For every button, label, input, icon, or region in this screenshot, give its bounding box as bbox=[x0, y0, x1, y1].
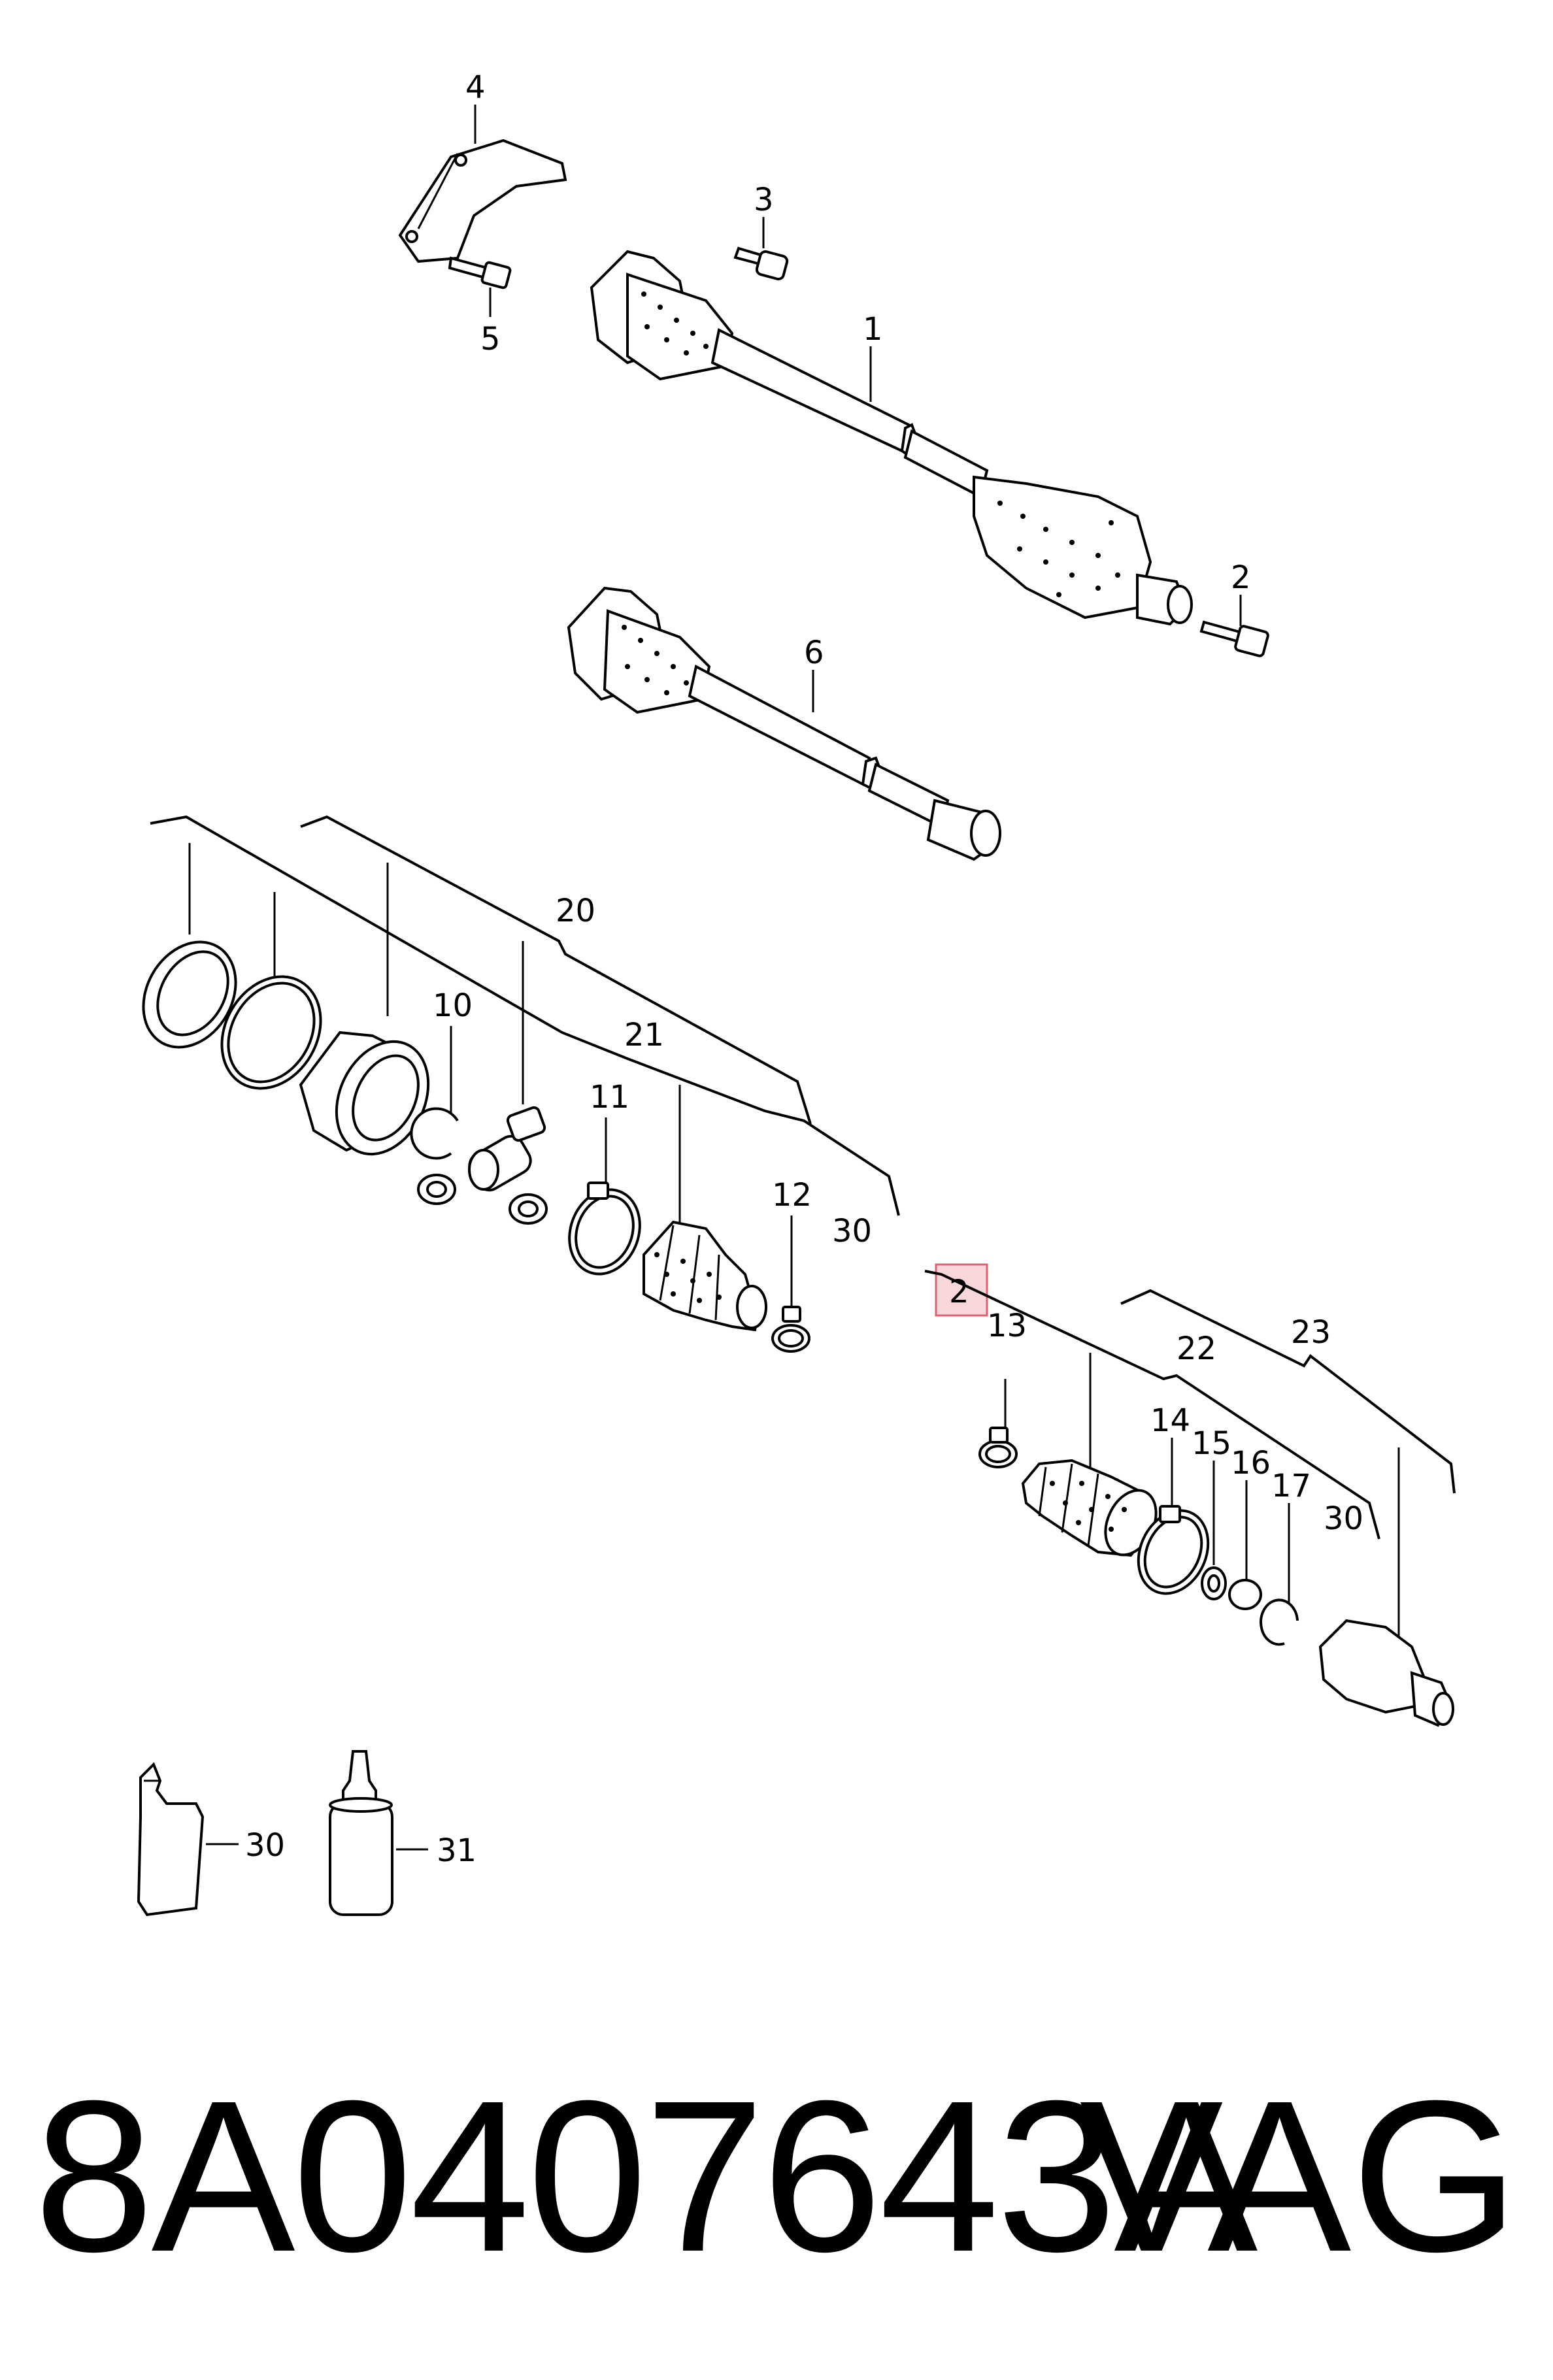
callout-30-mid-right: 30 bbox=[1324, 1500, 1363, 1537]
tripod-bearing bbox=[417, 1106, 548, 1225]
sealant-bottle-31 bbox=[329, 1750, 393, 1916]
callout-4: 4 bbox=[465, 69, 486, 106]
heat-shield-bracket bbox=[398, 139, 567, 263]
bolt-5 bbox=[448, 256, 512, 289]
footer: 8A0407643A VAG bbox=[0, 2045, 1553, 2359]
boot-texture-1 bbox=[641, 291, 1120, 597]
clamp-14 bbox=[1137, 1505, 1210, 1595]
callout-23: 23 bbox=[1291, 1314, 1331, 1351]
drive-shaft-6 bbox=[567, 586, 1001, 861]
callout-15: 15 bbox=[1192, 1425, 1231, 1462]
joint-housing bbox=[299, 1031, 430, 1156]
boot-texture-right bbox=[1050, 1481, 1127, 1532]
callout-16: 16 bbox=[1231, 1445, 1271, 1481]
clamp-13 bbox=[978, 1427, 1018, 1468]
clamp-12 bbox=[771, 1306, 810, 1353]
boot-texture-6 bbox=[622, 625, 689, 695]
washer-15 bbox=[1201, 1566, 1227, 1600]
callout-6: 6 bbox=[804, 635, 824, 671]
callout-20: 20 bbox=[556, 893, 595, 929]
bracket-lines-right bbox=[924, 1270, 1456, 1653]
circlip-10 bbox=[410, 1107, 459, 1160]
outer-cv-joint bbox=[1318, 1619, 1454, 1727]
callout-22: 22 bbox=[1177, 1330, 1216, 1367]
callout-13: 13 bbox=[987, 1308, 1027, 1344]
callout-11: 11 bbox=[590, 1079, 629, 1116]
bolt-3 bbox=[733, 246, 789, 281]
seal-ring-large bbox=[142, 940, 237, 1049]
callout-5: 5 bbox=[480, 321, 501, 357]
part-number: 8A0407643A bbox=[34, 2055, 1258, 2296]
callout-12: 12 bbox=[772, 1177, 812, 1214]
grease-tube-30 bbox=[137, 1762, 205, 1917]
callout-17: 17 bbox=[1271, 1468, 1311, 1504]
callout-14: 14 bbox=[1150, 1402, 1190, 1439]
boot-texture-middle bbox=[654, 1252, 722, 1303]
callout-1: 1 bbox=[863, 311, 883, 348]
drive-shaft-1 bbox=[590, 250, 1193, 626]
highlight-box-2 bbox=[935, 1263, 988, 1317]
callout-21: 21 bbox=[624, 1017, 664, 1053]
bolt-2 bbox=[1199, 620, 1269, 657]
callout-30-mid-left: 30 bbox=[832, 1213, 872, 1249]
seal-ring-thin bbox=[220, 975, 322, 1090]
clamp-11 bbox=[568, 1182, 641, 1276]
callout-2-top: 2 bbox=[1231, 559, 1251, 596]
callout-3: 3 bbox=[754, 182, 774, 218]
circlip-17 bbox=[1260, 1598, 1299, 1646]
callout-30-grease: 30 bbox=[245, 1827, 285, 1864]
boot-middle bbox=[643, 1220, 767, 1332]
callout-31: 31 bbox=[437, 1832, 476, 1869]
brand-name: VAG bbox=[1079, 2055, 1519, 2296]
callout-10: 10 bbox=[433, 987, 473, 1024]
spacer-16 bbox=[1228, 1579, 1262, 1610]
